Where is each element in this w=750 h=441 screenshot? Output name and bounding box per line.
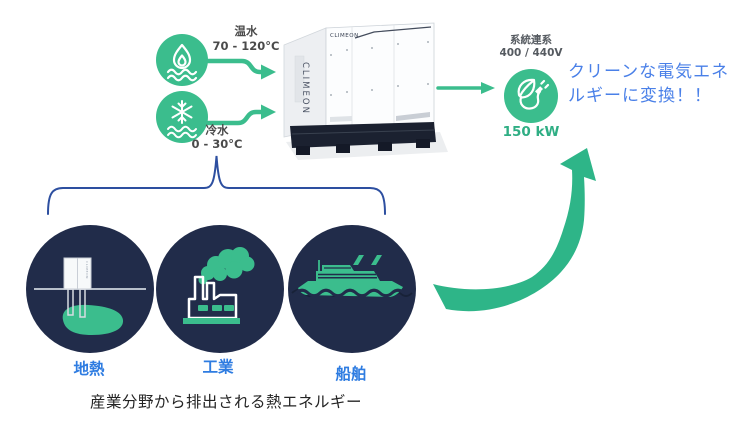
source-label-ships: 船舶 [335,365,367,383]
clean-energy-icon [504,69,558,123]
conversion-message-line2: ルギーに変換！！ [568,86,712,106]
cold-input-arrow [203,104,276,126]
brace-connector [47,155,386,215]
source-circle-ships [288,225,416,353]
source-circle-geothermal: CLIMEON [26,225,154,353]
cold-water-icon [156,91,208,143]
power-output: 150 kW [502,124,560,140]
cold-water-label: 冷水 [205,123,229,137]
source-label-industry: 工業 [202,358,234,376]
sources-caption: 産業分野から排出される熱エネルギー [89,393,362,411]
factory-icon [183,247,255,324]
machine-screws [330,41,429,96]
hot-water-icon [156,34,208,86]
geothermal-cabinet-brand: CLIMEON [85,261,89,279]
source-label-geothermal: 地熱 [73,360,105,378]
factory-windows [198,305,234,311]
snowflake-waves-icon [167,100,197,139]
hot-water-label: 温水 [234,24,258,38]
grid-connection-label: 系統連系 [510,34,552,46]
flame-waves-icon [166,43,198,82]
ship-icon [291,255,413,298]
geothermal-icon: CLIMEON [34,257,146,335]
hot-water-range: 70 - 120°C [212,39,280,53]
machine-brand-logo: CLIMEON [330,33,359,39]
conversion-message-line1: クリーンな電気エネ [568,62,730,82]
machine-side-brand: CLIMEON [300,62,310,115]
swoosh-arrow [433,148,596,312]
grid-voltage: 400 / 440V [499,47,563,59]
cold-water-range: 0 - 30°C [191,137,243,151]
machine-feet [296,139,430,155]
climeon-unit-illustration: CLIMEON CLIMEON [283,22,436,155]
source-circle-industry [156,225,284,353]
factory-smoke [198,247,255,285]
leaf-plug-icon [517,78,550,110]
output-arrow [436,82,495,94]
hot-input-arrow [203,58,276,80]
